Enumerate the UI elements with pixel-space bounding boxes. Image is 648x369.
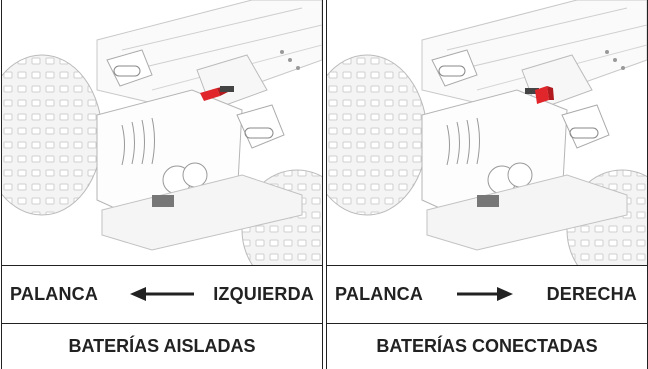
vehicle-render-lever-right: [327, 0, 647, 265]
status-batteries-connected: BATERÍAS CONECTADAS: [376, 336, 598, 356]
red-lever: [525, 86, 554, 104]
red-lever: [200, 86, 234, 101]
lever-instruction-left: PALANCA IZQUIERDA: [2, 265, 322, 324]
direction-label: IZQUIERDA: [213, 284, 314, 304]
lever-label: PALANCA: [10, 284, 99, 304]
arrow-left-icon: [130, 287, 194, 301]
arrow-right-icon: [457, 287, 513, 301]
status-batteries-isolated: BATERÍAS AISLADAS: [68, 336, 256, 356]
vehicle-render-lever-left: [2, 0, 322, 265]
panel-isolated: PALANCA IZQUIERDA BATERÍAS AISLADAS: [1, 0, 323, 369]
panel-connected: PALANCA DERECHA BATERÍAS CONECTADAS: [326, 0, 648, 369]
lever-label: PALANCA: [335, 284, 424, 304]
direction-label: DERECHA: [546, 284, 637, 304]
lever-instruction-right: PALANCA DERECHA: [327, 265, 647, 324]
